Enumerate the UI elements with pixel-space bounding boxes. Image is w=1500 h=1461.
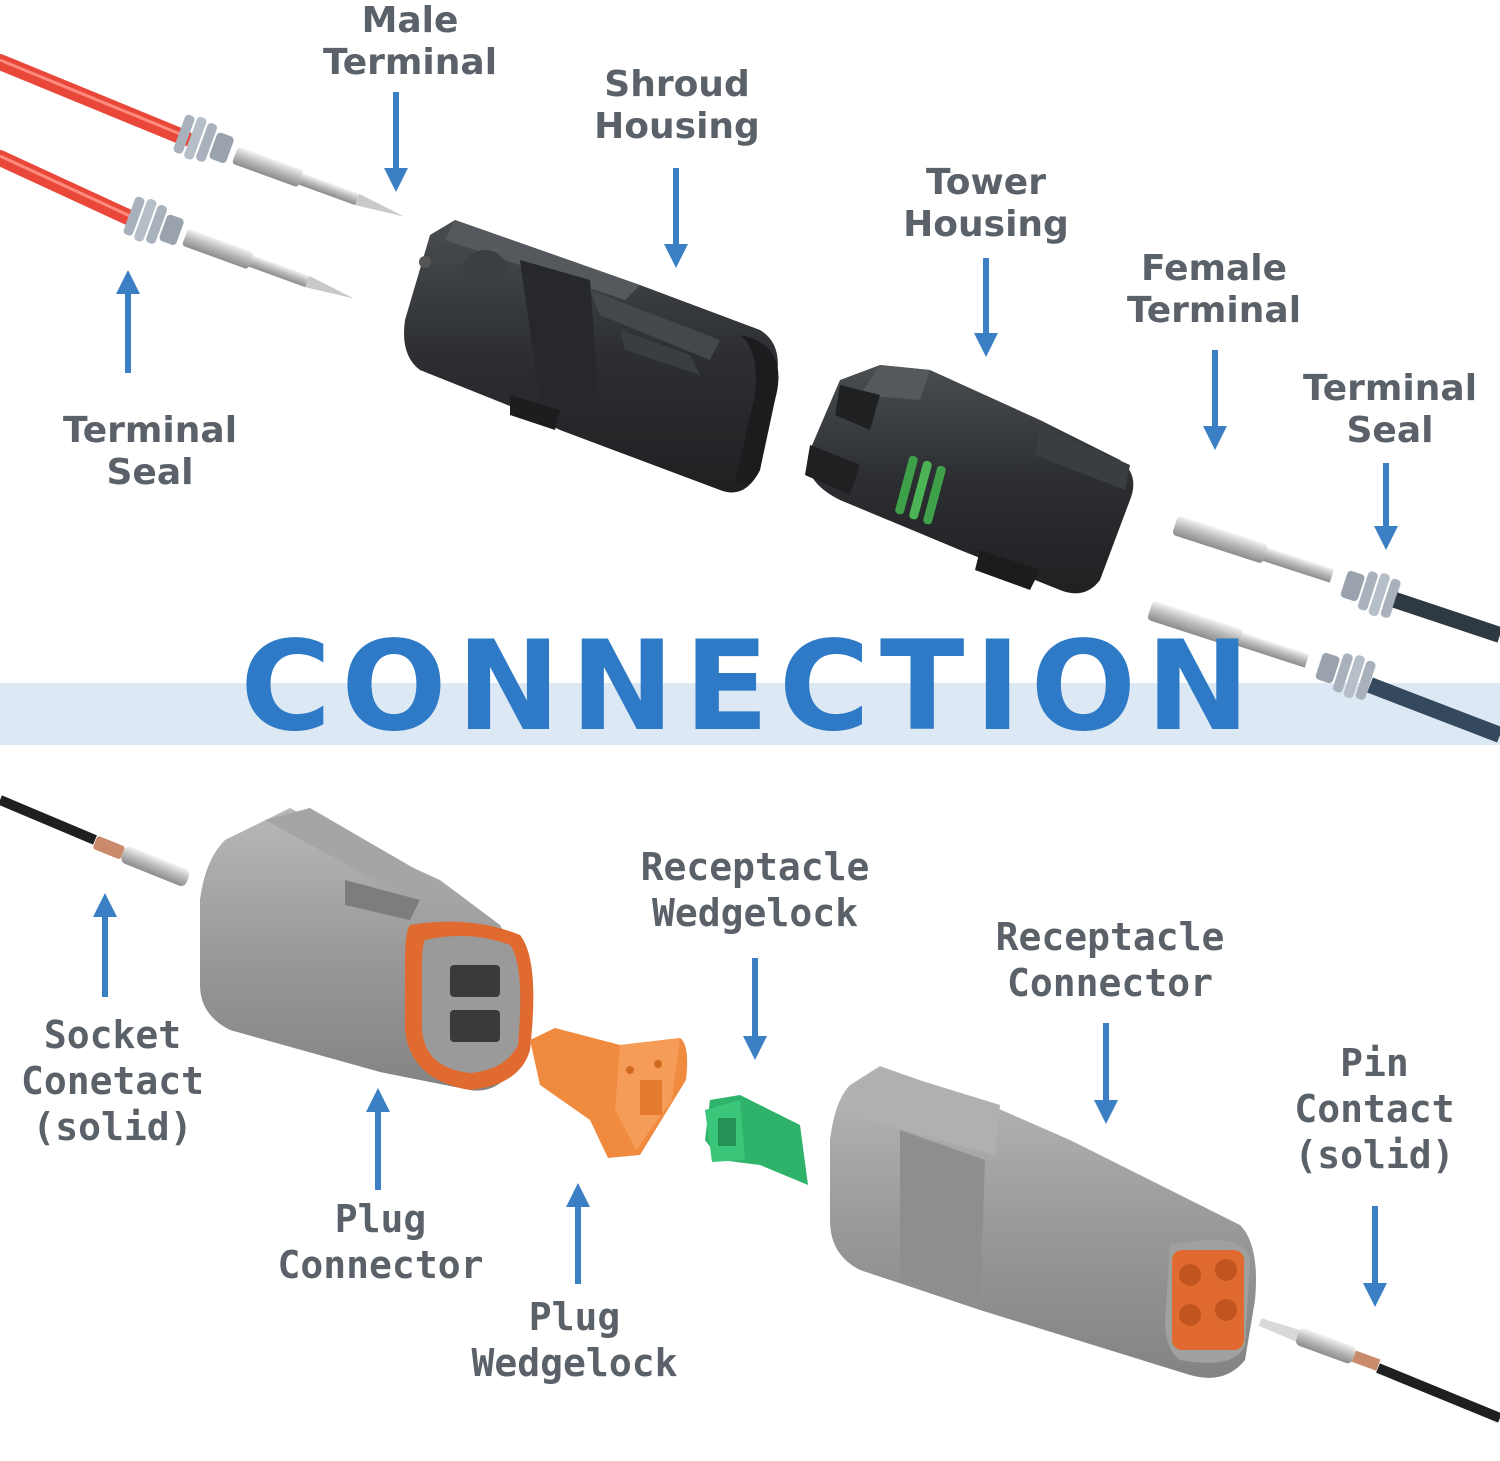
- label-line: Housing: [594, 106, 760, 147]
- tower-housing: [805, 365, 1134, 594]
- socket-contact: [0, 795, 190, 886]
- label-shroud-housing: Shroud Housing: [577, 64, 777, 148]
- label-pin-contact: Pin Contact (solid): [1262, 1040, 1487, 1178]
- label-line: Connector: [277, 1243, 484, 1287]
- label-line: Contact: [1294, 1087, 1455, 1131]
- plug-wedgelock: [530, 1028, 688, 1158]
- label-terminal-seal-right: Terminal Seal: [1290, 368, 1490, 452]
- label-line: Connector: [1007, 961, 1213, 1005]
- label-line: (solid): [32, 1105, 193, 1149]
- female-terminals: [1147, 516, 1335, 668]
- label-line: Female: [1140, 248, 1288, 289]
- label-line: Terminal: [322, 42, 498, 83]
- label-line: Socket: [43, 1013, 182, 1057]
- label-line: Shroud: [604, 64, 750, 105]
- label-line: Receptacle: [995, 915, 1225, 959]
- label-female-terminal: Female Terminal: [1114, 248, 1314, 332]
- label-line: (solid): [1294, 1133, 1455, 1177]
- label-line: Plug: [528, 1295, 621, 1339]
- label-line: Seal: [1346, 410, 1434, 451]
- label-male-terminal: Male Terminal: [310, 0, 510, 84]
- shroud-housing: [404, 220, 779, 493]
- label-line: Terminal: [1302, 368, 1478, 409]
- label-tower-housing: Tower Housing: [886, 162, 1086, 246]
- receptacle-wedgelock: [705, 1095, 808, 1185]
- plug-connector: [200, 808, 534, 1091]
- receptacle-connector: [830, 1066, 1256, 1378]
- dark-wires: [1367, 592, 1500, 743]
- label-line: Plug: [334, 1197, 427, 1241]
- label-terminal-seal-left: Terminal Seal: [50, 410, 250, 494]
- label-receptacle-wedgelock: Receptacle Wedgelock: [630, 844, 880, 936]
- label-line: Pin: [1340, 1041, 1409, 1085]
- top-right-terminal-seals: [1315, 570, 1401, 700]
- label-line: Wedgelock: [471, 1341, 678, 1385]
- bottom-arrows: [93, 893, 1387, 1307]
- label-receptacle-connector: Receptacle Connector: [985, 914, 1235, 1006]
- label-line: Terminal: [1126, 290, 1302, 331]
- label-line: Male: [361, 0, 459, 41]
- top-left-terminal-seals: [123, 114, 234, 245]
- red-wires: [0, 54, 193, 226]
- label-line: Wedgelock: [652, 891, 858, 935]
- page-title: CONNECTION: [240, 615, 1260, 759]
- label-socket-contact: Socket Conetact (solid): [0, 1012, 225, 1150]
- label-line: Housing: [903, 204, 1069, 245]
- top-arrows: [116, 92, 1398, 550]
- label-line: Receptacle: [640, 845, 870, 889]
- label-line: Terminal: [62, 410, 238, 451]
- male-terminals: [182, 147, 405, 299]
- pin-contact: [1258, 1318, 1500, 1423]
- title-band: [0, 683, 1500, 745]
- green-seal: [895, 455, 946, 525]
- label-plug-wedgelock: Plug Wedgelock: [462, 1294, 687, 1386]
- label-line: Conetact: [20, 1059, 205, 1103]
- label-plug-connector: Plug Connector: [268, 1196, 493, 1288]
- label-line: Tower: [926, 162, 1046, 203]
- label-line: Seal: [106, 452, 194, 493]
